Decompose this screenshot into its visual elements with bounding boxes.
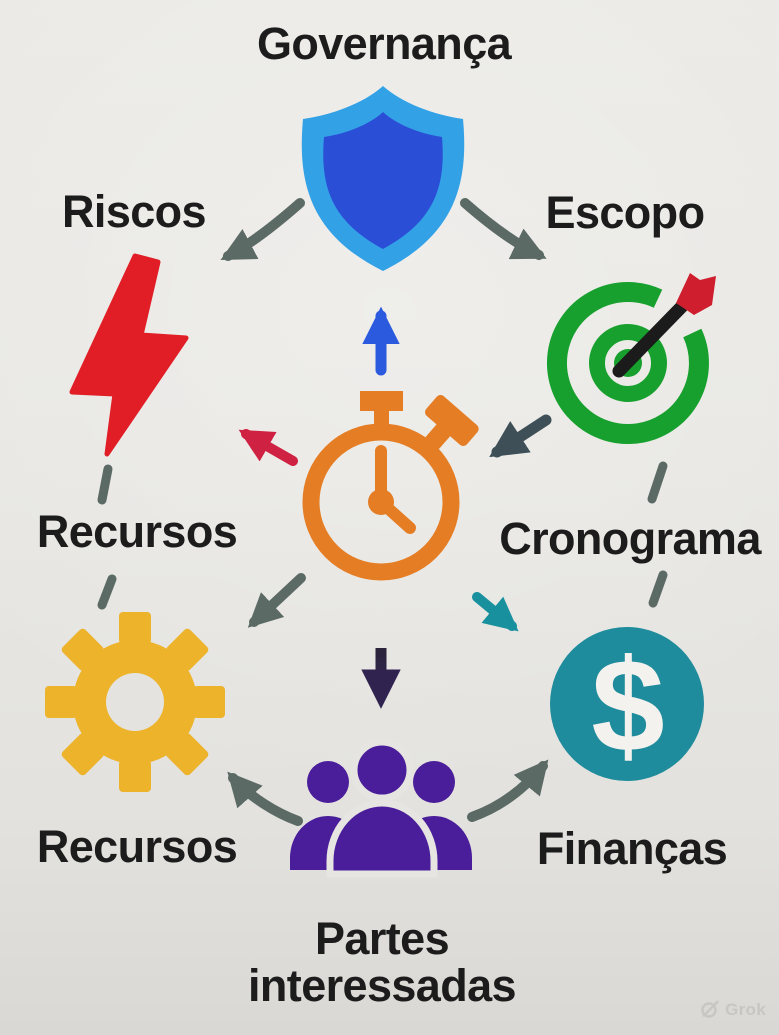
arrow-partes-to-recursos: [227, 771, 303, 826]
label-partes-interessadas: Partes interessadas: [248, 913, 517, 1012]
stopwatch-hub: [368, 489, 394, 515]
label-escopo: Escopo: [545, 187, 706, 238]
shield-inner: [323, 112, 443, 249]
grok-logo-icon: [701, 1000, 719, 1018]
label-riscos: Riscos: [62, 186, 207, 237]
gear-icon: [45, 612, 225, 792]
stopwatch-side-button: [425, 395, 479, 450]
person-center-body: [326, 799, 438, 878]
ring-dash-left-lower: [97, 574, 117, 610]
lightning-icon: [69, 253, 189, 457]
arrow-governanca-to-riscos: [220, 198, 305, 261]
dart-fletching: [676, 273, 716, 315]
arrow-stopwatch-to-recursos: [247, 573, 306, 628]
stopwatch-top-stem: [374, 408, 389, 426]
arrow-stopwatch-to-financas: [472, 592, 519, 632]
target-outer-ring: [547, 282, 709, 444]
watermark: Grok: [699, 999, 766, 1020]
ring-dash-right-upper: [647, 461, 668, 504]
target-dart-icon: [547, 273, 716, 444]
arrow-governanca-to-escopo: [460, 198, 547, 260]
watermark-text: Grok: [725, 999, 766, 1019]
shield-icon: [301, 86, 465, 271]
stopwatch-icon: [302, 391, 479, 581]
arrow-layer: [220, 198, 552, 826]
dollar-glyph: $: [591, 632, 664, 779]
dollar-circle-icon: $: [550, 627, 704, 781]
label-cronograma: Cronograma: [499, 513, 761, 564]
label-financas: Finanças: [536, 823, 728, 874]
person-left-head: [307, 761, 349, 803]
stopwatch-ring: [302, 423, 460, 581]
stopwatch-top-button: [360, 391, 403, 411]
person-right-head: [413, 761, 455, 803]
arrow-stopwatch-to-riscos: [238, 429, 298, 466]
person-center-head: [350, 738, 414, 802]
label-recursos-bottom: Recursos: [36, 821, 238, 872]
ring-dash-left-upper: [97, 464, 113, 505]
arrow-partes-to-financas: [467, 759, 549, 822]
gear-hole: [106, 673, 164, 731]
people-group-icon: [290, 738, 472, 878]
target-middle-ring: [589, 324, 667, 402]
dashed-ring-segments: [97, 461, 668, 610]
ring-dash-right-lower: [648, 570, 668, 608]
arrow-escopo-to-stopwatch: [489, 414, 552, 458]
label-recursos-left: Recursos: [36, 506, 238, 557]
label-governanca: Governança: [256, 18, 512, 69]
dollar-circle: [550, 627, 704, 781]
